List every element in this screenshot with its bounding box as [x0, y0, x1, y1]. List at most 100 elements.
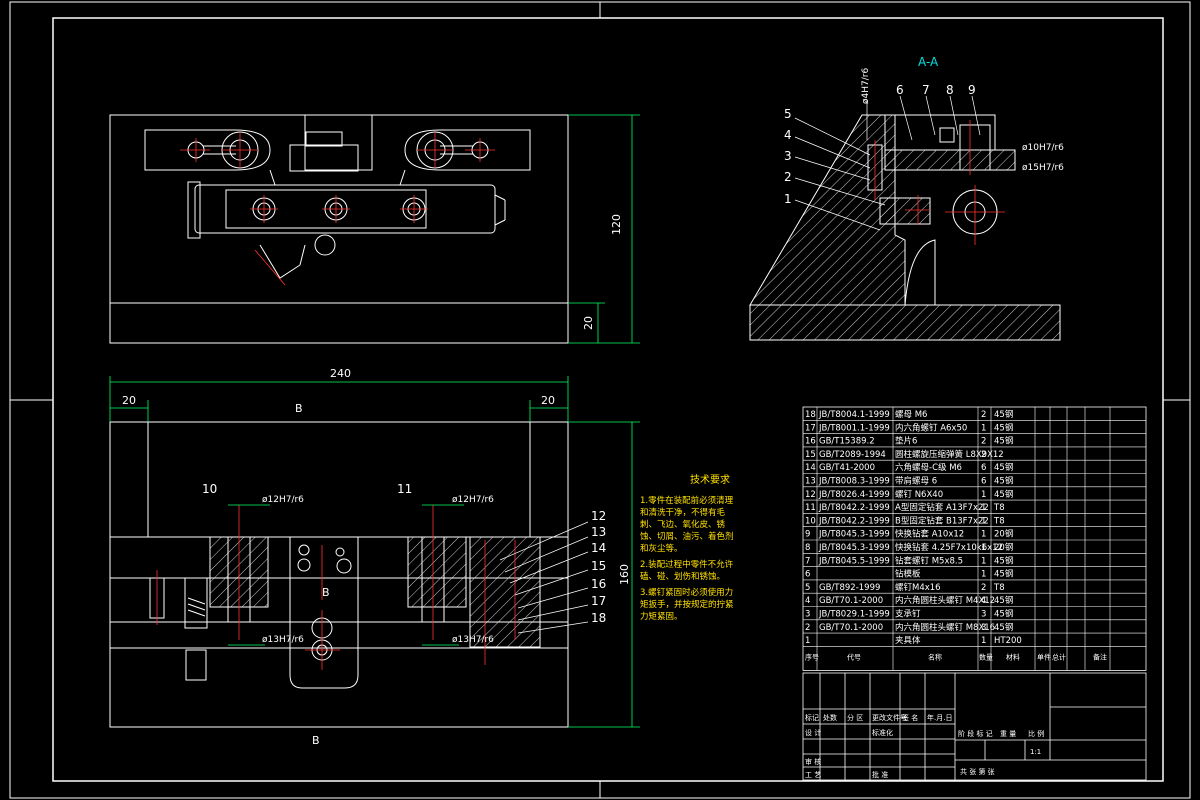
tb-weight: 重 量 — [1000, 730, 1016, 738]
bom-cell-no: 7 — [805, 556, 810, 566]
bom-header-cell: 数量 — [979, 652, 993, 661]
bom-border — [802, 406, 1147, 671]
bom-header-cell: 序号 — [805, 652, 819, 661]
front-label-13: 13 — [591, 525, 606, 539]
front-fit-2: ø12H7/r6 — [452, 495, 494, 505]
bom-cell-qty: 6 — [981, 477, 986, 487]
bom-cell-material: 45钢 — [994, 609, 1013, 620]
bom-cell-name: 垫片6 — [895, 436, 917, 447]
top-view-centerlines — [180, 132, 495, 286]
bom-cell-qty: 1 — [981, 570, 986, 580]
bom-cell-qty: 1 — [981, 530, 986, 540]
bom-cell-material: T8 — [993, 516, 1005, 526]
bom-cell-code: JB/T8026.4-1999 — [818, 490, 890, 500]
bom-cell-name: 内六角螺钉 A6x50 — [895, 422, 967, 433]
bom-cell-no: 6 — [805, 570, 810, 580]
bom-cell-material: 45钢 — [994, 595, 1013, 606]
front-side-leaders — [499, 521, 589, 634]
front-dim-width: 240 — [330, 367, 351, 380]
top-dim-bottom: 20 — [582, 316, 595, 330]
bom-cell-name: 带肩螺母 6 — [895, 476, 937, 487]
aa-label-7: 7 — [922, 83, 930, 97]
tb-std: 标准化 — [872, 728, 893, 737]
bom-cell-code: JB/T8045.5-1999 — [818, 556, 890, 566]
bom-cell-name: 支承钉 — [895, 609, 921, 620]
front-dim-right: 20 — [541, 394, 555, 407]
bom-cell-code: JB/T8029.1-1999 — [818, 610, 890, 620]
front-label-12: 12 — [591, 509, 606, 523]
bom-cell-material: 20钢 — [994, 542, 1013, 553]
bom-cell-material: 45钢 — [994, 555, 1013, 566]
bom-header-cell: 单件 — [1037, 652, 1051, 661]
aa-fit-right-2: ø15H7/r6 — [1022, 163, 1064, 173]
front-label-16: 16 — [591, 577, 606, 591]
bom-cell-material: 45钢 — [994, 436, 1013, 447]
front-section-mid: B — [322, 586, 330, 599]
bom-cell-no: 4 — [805, 596, 810, 606]
technical-notes: 技术要求 1.零件在装配前必须清理和清洗干净，不得有毛刺、飞边、氧化皮、锈蚀、切… — [640, 473, 734, 622]
front-view-red — [156, 505, 516, 670]
bom-cell-no: 11 — [805, 503, 816, 513]
bom-cell-qty: 1 — [981, 516, 986, 526]
top-view-dims — [568, 114, 640, 344]
bom-cell-name: 内六角圆柱头螺钉 M4X12 — [895, 595, 995, 606]
tb-date: 年.月.日 — [927, 713, 952, 722]
aa-fit-right-1: ø10H7/r6 — [1022, 143, 1064, 153]
section-aa-leaders — [794, 95, 981, 231]
tb-craft: 工 艺 — [805, 771, 821, 779]
bom-cell-qty: 1 — [981, 423, 986, 433]
bom-cell-code: JB/T8045.3-1999 — [818, 543, 890, 553]
bom-cell-material: 20钢 — [994, 529, 1013, 540]
notes-title: 技术要求 — [690, 473, 730, 486]
front-fit-4: ø13H7/r6 — [452, 635, 494, 645]
front-section-top: B — [295, 402, 303, 415]
front-side-labels: 12 13 14 15 16 17 18 — [591, 509, 606, 625]
tb-docno: 更改文件号 — [872, 713, 907, 722]
aa-label-9: 9 — [968, 83, 976, 97]
bom-header-cell: 代号 — [847, 652, 861, 661]
tb-approve: 批 准 — [872, 770, 888, 779]
bom-cell-qty: 1 — [981, 556, 986, 566]
bom-cell-name: A型固定钻套 A13F7x22 — [895, 502, 989, 513]
bom-cell-qty: 2 — [981, 410, 986, 420]
tb-count: 处数 — [823, 713, 837, 722]
section-aa-centerlines — [874, 120, 1005, 245]
bom-cell-name: 六角螺母-C级 M6 — [895, 462, 962, 473]
bom-cell-name: 夹具体 — [895, 635, 921, 646]
front-callout-11: 11 — [397, 482, 412, 496]
aa-label-1: 1 — [784, 192, 792, 206]
bom-cell-no: 15 — [805, 450, 816, 460]
front-label-15: 15 — [591, 559, 606, 573]
note-2: 2.装配过程中零件不允许磕、碰、划伤和锈蚀。 — [640, 560, 734, 582]
aa-fit-left: ø4H7/r6 — [861, 68, 871, 104]
bom-cell-material: 45钢 — [994, 622, 1013, 633]
bom-header-cell: 材料 — [1006, 652, 1020, 661]
section-aa-labels: 5 4 3 2 1 6 7 8 9 ø4H7/r6 ø10H7/r6 ø15H7… — [784, 68, 1064, 206]
bom-cell-no: 17 — [805, 423, 816, 433]
front-fit-3: ø13H7/r6 — [262, 635, 304, 645]
bom-header-cell: 备注 — [1093, 652, 1107, 661]
bom-cell-name: 钻模板 — [895, 569, 921, 580]
tb-mark: 标记 — [805, 713, 819, 722]
bom-cell-code: GB/T70.1-2000 — [819, 623, 883, 633]
top-dim-height: 120 — [610, 214, 623, 235]
bom-cell-name: 螺母 M6 — [895, 409, 927, 420]
bom-cell-no: 12 — [805, 490, 816, 500]
bom-cell-qty: 1 — [981, 543, 986, 553]
bom-cell-name: 圆柱螺旋压缩弹簧 L8X9X12 — [895, 449, 1004, 460]
bom-cell-code: JB/T8008.3-1999 — [818, 477, 890, 487]
bom-cell-no: 8 — [805, 543, 810, 553]
bom-cell-name: 快换钻套 A10x12 — [895, 529, 964, 540]
bom-cell-no: 13 — [805, 477, 816, 487]
bom-header-cell: 名称 — [928, 652, 942, 661]
bom-cell-name: 螺钉M4x16 — [895, 582, 941, 593]
bom-cell-material: HT200 — [994, 636, 1022, 646]
tb-sheet: 共 张 第 张 — [960, 767, 995, 776]
bom-cell-code: JB/T8042.2-1999 — [818, 503, 890, 513]
aa-label-5: 5 — [784, 107, 792, 121]
bom-cell-qty: 1 — [981, 503, 986, 513]
bom-cell-code: JB/T8045.3-1999 — [818, 530, 890, 540]
bom-cell-no: 16 — [805, 437, 816, 447]
bom-cell-code: GB/T892-1999 — [819, 583, 880, 593]
